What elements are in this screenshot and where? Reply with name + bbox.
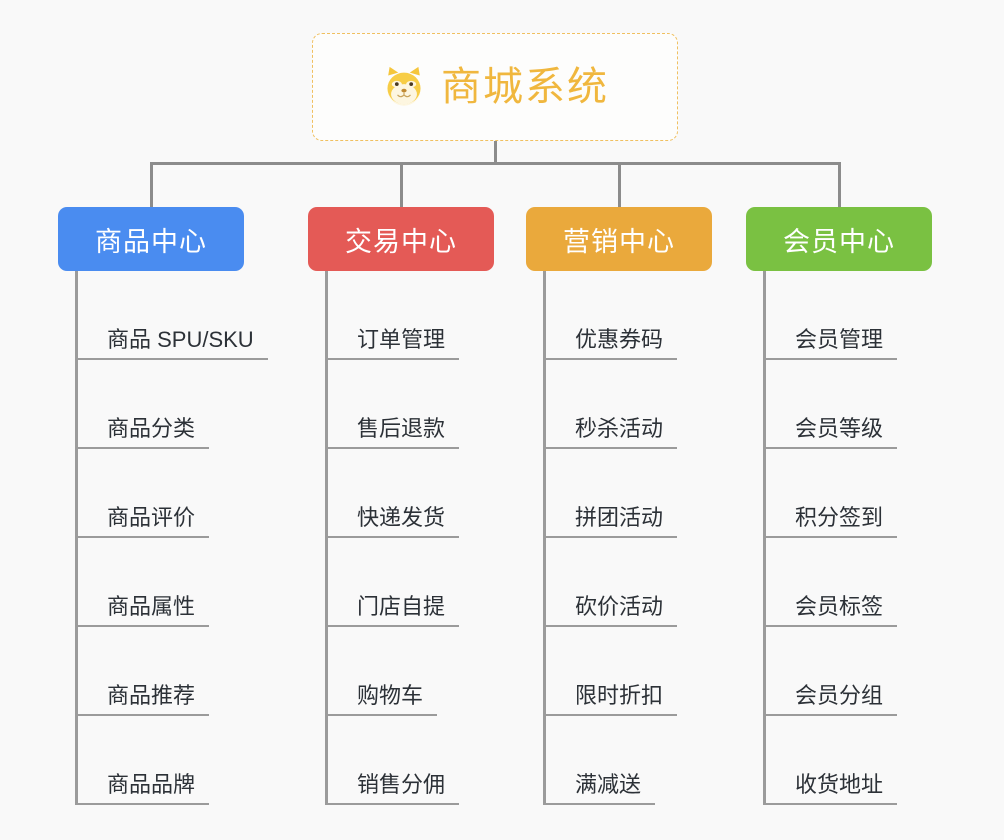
leaf-item[interactable]: 砍价活动 (546, 538, 712, 627)
leaf-item[interactable]: 销售分佣 (328, 716, 494, 805)
root-node[interactable]: 商城系统 (312, 33, 678, 141)
leaf-item[interactable]: 商品评价 (78, 449, 244, 538)
connector-drop-1 (150, 162, 153, 208)
leaf-label: 商品分类 (78, 416, 210, 449)
leaf-item[interactable]: 商品属性 (78, 538, 244, 627)
leaf-label: 销售分佣 (328, 772, 460, 805)
leaf-label: 售后退款 (328, 416, 460, 449)
connector-drop-4 (838, 162, 841, 208)
leaf-item[interactable]: 商品品牌 (78, 716, 244, 805)
leaf-label: 商品评价 (78, 505, 210, 538)
leaf-label: 订单管理 (328, 327, 460, 360)
leaf-label: 砍价活动 (546, 594, 678, 627)
leaf-label: 商品属性 (78, 594, 210, 627)
leaf-item[interactable]: 会员等级 (766, 360, 932, 449)
leaf-label: 门店自提 (328, 594, 460, 627)
leaf-label: 商品品牌 (78, 772, 210, 805)
branch-header-1[interactable]: 商品中心 (58, 207, 244, 271)
leaf-label: 购物车 (328, 683, 438, 716)
leaf-item[interactable]: 满减送 (546, 716, 712, 805)
leaf-item[interactable]: 会员管理 (766, 271, 932, 360)
leaf-item[interactable]: 商品推荐 (78, 627, 244, 716)
leaf-item[interactable]: 优惠券码 (546, 271, 712, 360)
connector-drop-2 (400, 162, 403, 208)
leaf-rail-1: 商品 SPU/SKU 商品分类 商品评价 商品属性 商品推荐 商品品牌 (75, 271, 268, 805)
leaf-label: 满减送 (546, 772, 656, 805)
branch-header-3[interactable]: 营销中心 (526, 207, 712, 271)
leaf-item[interactable]: 收货地址 (766, 716, 932, 805)
leaf-label: 会员管理 (766, 327, 898, 360)
leaf-item[interactable]: 购物车 (328, 627, 494, 716)
branch-column-3: 营销中心 优惠券码 秒杀活动 拼团活动 砍价活动 限时折扣 满减送 (526, 207, 712, 805)
root-title: 商城系统 (441, 65, 609, 109)
leaf-label: 商品 SPU/SKU (78, 327, 268, 360)
branch-column-4: 会员中心 会员管理 会员等级 积分签到 会员标签 会员分组 收货地址 (746, 207, 932, 805)
leaf-label: 拼团活动 (546, 505, 678, 538)
leaf-label: 优惠券码 (546, 327, 678, 360)
connector-horizontal-bar (150, 162, 841, 165)
leaf-label: 会员等级 (766, 416, 898, 449)
leaf-label: 收货地址 (766, 772, 898, 805)
leaf-rail-3: 优惠券码 秒杀活动 拼团活动 砍价活动 限时折扣 满减送 (543, 271, 712, 805)
leaf-rail-2: 订单管理 售后退款 快递发货 门店自提 购物车 销售分佣 (325, 271, 494, 805)
leaf-item[interactable]: 积分签到 (766, 449, 932, 538)
leaf-item[interactable]: 商品 SPU/SKU (78, 271, 268, 360)
leaf-item[interactable]: 商品分类 (78, 360, 244, 449)
leaf-rail-4: 会员管理 会员等级 积分签到 会员标签 会员分组 收货地址 (763, 271, 932, 805)
branch-header-2[interactable]: 交易中心 (308, 207, 494, 271)
branch-column-2: 交易中心 订单管理 售后退款 快递发货 门店自提 购物车 销售分佣 (308, 207, 494, 805)
leaf-label: 积分签到 (766, 505, 898, 538)
connector-drop-3 (618, 162, 621, 208)
leaf-label: 秒杀活动 (546, 416, 678, 449)
leaf-item[interactable]: 订单管理 (328, 271, 494, 360)
connector-root-stem (494, 141, 497, 165)
leaf-item[interactable]: 快递发货 (328, 449, 494, 538)
leaf-item[interactable]: 门店自提 (328, 538, 494, 627)
leaf-item[interactable]: 秒杀活动 (546, 360, 712, 449)
leaf-item[interactable]: 会员标签 (766, 538, 932, 627)
leaf-item[interactable]: 会员分组 (766, 627, 932, 716)
leaf-item[interactable]: 售后退款 (328, 360, 494, 449)
leaf-item[interactable]: 拼团活动 (546, 449, 712, 538)
leaf-label: 快递发货 (328, 505, 460, 538)
leaf-label: 限时折扣 (546, 683, 678, 716)
shiba-dog-face-icon (381, 64, 427, 110)
branch-column-1: 商品中心 商品 SPU/SKU 商品分类 商品评价 商品属性 商品推荐 商品品牌 (58, 207, 268, 805)
leaf-label: 会员标签 (766, 594, 898, 627)
branch-header-4[interactable]: 会员中心 (746, 207, 932, 271)
leaf-label: 会员分组 (766, 683, 898, 716)
leaf-item[interactable]: 限时折扣 (546, 627, 712, 716)
leaf-label: 商品推荐 (78, 683, 210, 716)
